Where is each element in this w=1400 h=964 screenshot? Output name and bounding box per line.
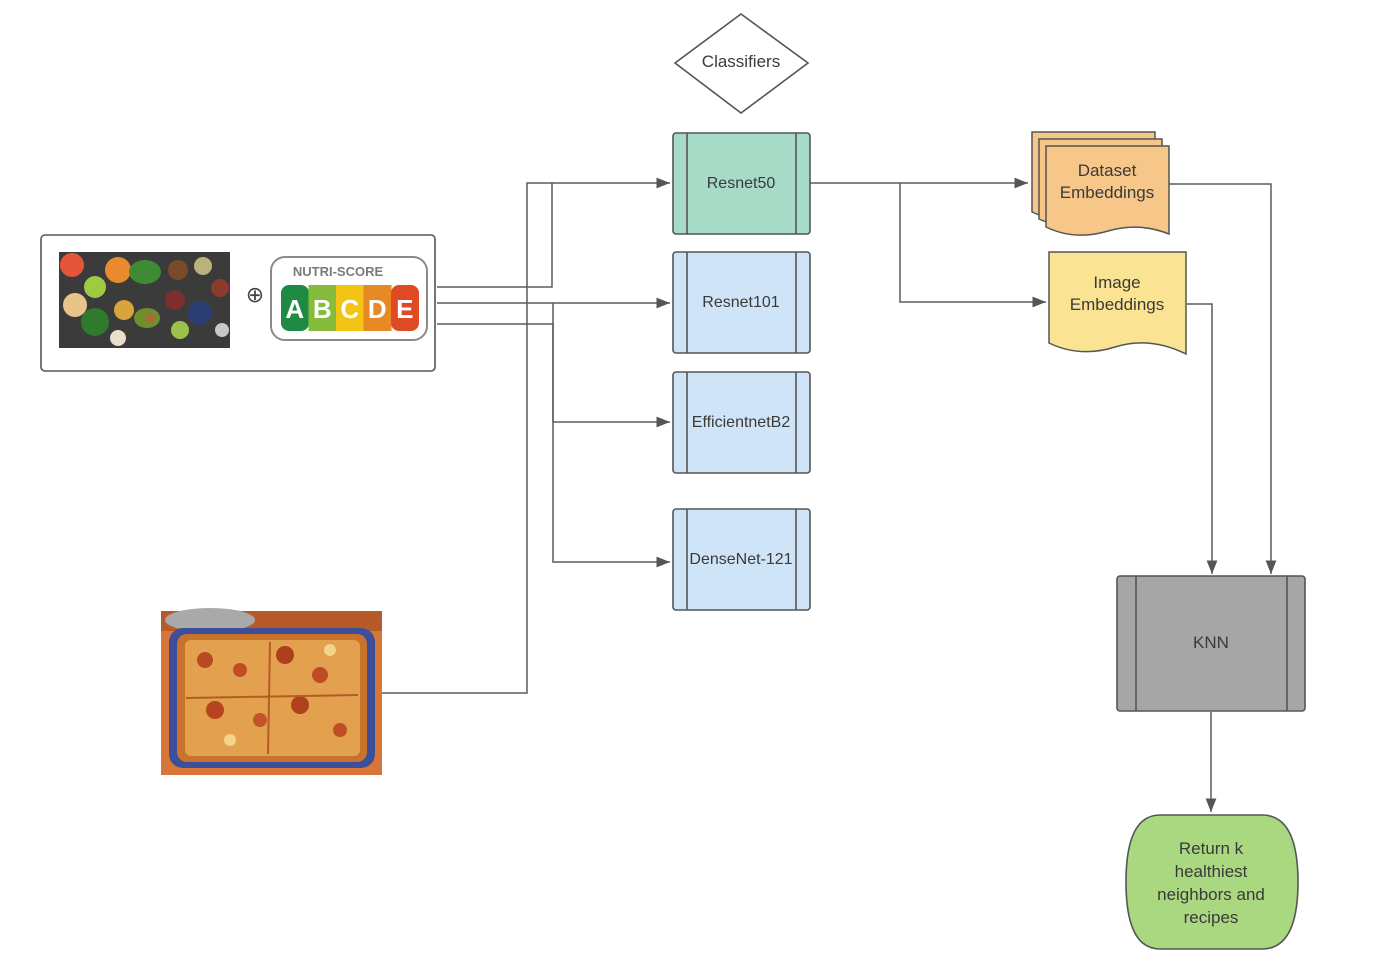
model-label-densenet121: DenseNet-121 [689, 551, 792, 568]
image-embeddings-line2: Embeddings [1070, 295, 1165, 314]
result-node: Return k healthiest neighbors and recipe… [1125, 814, 1299, 950]
connector-food-resnet50 [382, 182, 552, 694]
result-line-3: neighbors and [1157, 885, 1265, 904]
knn-node: KNN [1116, 575, 1306, 712]
classifiers-label: Classifiers [702, 52, 780, 71]
image-embeddings-line1: Image [1093, 273, 1140, 292]
model-boxes: Resnet50Resnet101EfficientnetB2DenseNet-… [672, 132, 811, 611]
svg-text:B: B [313, 294, 332, 324]
nutri-grade-b: B [308, 285, 337, 331]
result-line-1: Return k [1179, 839, 1244, 858]
connector-input-densenet [552, 303, 670, 568]
lasagna-image [161, 608, 382, 775]
connector-image-knn [1187, 303, 1218, 574]
model-label-efficientnetb2: EfficientnetB2 [692, 414, 791, 431]
nutri-grade-e: E [391, 285, 419, 331]
dataset-embeddings-node: Dataset Embeddings [1031, 131, 1170, 236]
dataset-embeddings-line1: Dataset [1078, 161, 1137, 180]
vegetables-image [59, 252, 230, 348]
connector-dataset-knn [1168, 183, 1277, 574]
result-line-4: recipes [1184, 908, 1239, 927]
model-label-resnet50: Resnet50 [707, 175, 776, 192]
knn-label: KNN [1193, 633, 1229, 652]
svg-text:A: A [285, 294, 304, 324]
svg-text:E: E [396, 294, 413, 324]
nutri-grade-d: D [363, 285, 392, 331]
image-embeddings-node: Image Embeddings [1048, 251, 1187, 356]
connectors [382, 177, 1277, 812]
connector-resnet50-image [899, 183, 1046, 308]
svg-text:C: C [340, 294, 359, 324]
nutri-score-title: NUTRI-SCORE [293, 264, 384, 279]
model-node-resnet50: Resnet50 [672, 132, 811, 235]
result-line-2: healthiest [1175, 862, 1248, 881]
nutri-grade-c: C [336, 285, 364, 331]
svg-text:D: D [368, 294, 387, 324]
model-node-densenet121: DenseNet-121 [672, 508, 811, 611]
connector-input-resnet50 [437, 177, 670, 288]
model-label-resnet101: Resnet101 [702, 294, 779, 311]
model-node-resnet101: Resnet101 [672, 251, 811, 354]
dataset-embeddings-line2: Embeddings [1060, 183, 1155, 202]
plus-icon: ⊕ [246, 283, 264, 308]
model-node-efficientnetb2: EfficientnetB2 [672, 371, 811, 474]
nutri-grade-a: A [281, 285, 309, 331]
classifiers-decision: Classifiers [673, 13, 810, 115]
